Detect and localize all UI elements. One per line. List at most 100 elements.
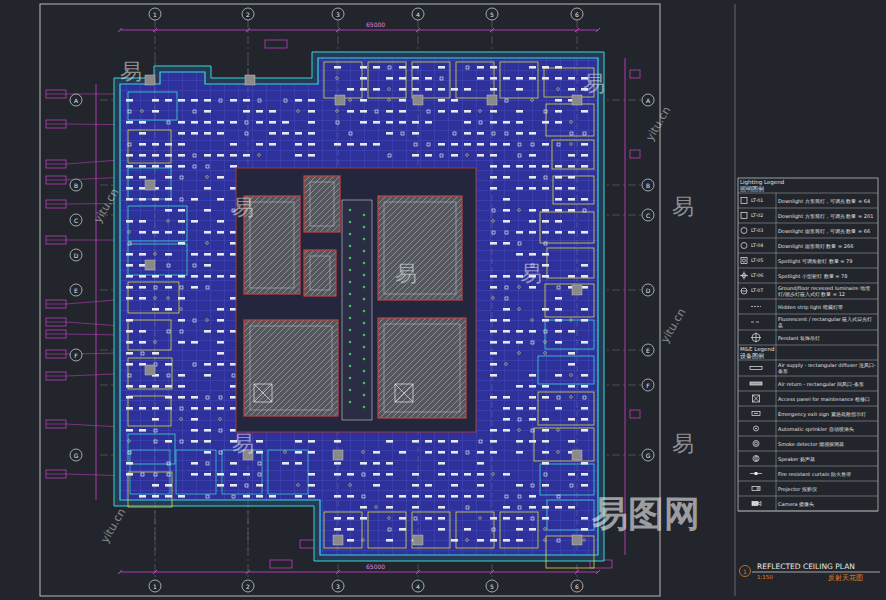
light-fixture	[529, 165, 536, 168]
tag-box	[270, 560, 292, 568]
downlight	[518, 506, 521, 509]
light-fixture	[529, 495, 536, 498]
light-fixture	[360, 143, 367, 146]
light-fixture	[516, 231, 523, 234]
core-device	[349, 401, 352, 404]
light-fixture	[360, 110, 367, 113]
light-fixture	[451, 154, 458, 157]
downlight	[180, 176, 183, 179]
light-fixture	[126, 341, 133, 344]
sprinkler	[570, 396, 573, 399]
core-device	[349, 281, 352, 284]
downlight	[167, 330, 170, 333]
grid-line	[577, 60, 578, 550]
tag-box	[46, 330, 66, 338]
sprinkler	[349, 484, 352, 487]
watermark: yitu.cn	[644, 105, 673, 143]
light-fixture	[581, 319, 588, 322]
light-fixture	[581, 374, 588, 377]
light-fixture	[139, 330, 146, 333]
downlight	[245, 484, 248, 487]
legend-text: Projector 投影仪	[778, 486, 876, 492]
downlight	[583, 132, 586, 135]
light-fixture	[412, 506, 419, 509]
light-fixture	[464, 143, 471, 146]
legend-text: Speaker 扬声器	[778, 456, 876, 462]
fixture-code: LT-07	[751, 288, 763, 294]
sprinkler	[297, 484, 300, 487]
light-fixture	[542, 275, 549, 278]
light-fixture	[269, 495, 276, 498]
room-partition	[545, 320, 594, 349]
light-fixture	[568, 275, 575, 278]
room-partition	[128, 434, 175, 464]
core-device	[349, 269, 352, 272]
room-partition	[538, 356, 594, 384]
light-fixture	[165, 275, 172, 278]
light-fixture	[555, 220, 562, 223]
light-fixture	[477, 143, 484, 146]
light-fixture	[191, 473, 198, 476]
light-fixture	[152, 418, 159, 421]
core-device	[349, 329, 352, 332]
light-fixture	[542, 143, 549, 146]
light-fixture	[412, 154, 419, 157]
light-fixture	[581, 165, 588, 168]
core-device	[349, 233, 352, 236]
light-fixture	[581, 385, 588, 388]
light-fixture	[581, 264, 588, 267]
light-fixture	[503, 143, 510, 146]
light-fixture	[152, 308, 159, 311]
downlight	[180, 286, 183, 289]
light-fixture	[516, 165, 523, 168]
access-panel	[395, 384, 413, 402]
light-fixture	[191, 341, 198, 344]
room-partition	[324, 62, 362, 98]
downlight	[206, 495, 209, 498]
light-fixture	[152, 352, 159, 355]
light-fixture	[581, 462, 588, 465]
light-fixture	[178, 121, 185, 124]
grid-bubble-label: G	[641, 452, 655, 459]
core-device	[363, 274, 366, 277]
legend-rule	[738, 436, 878, 437]
light-fixture	[477, 132, 484, 135]
light-fixture	[126, 396, 133, 399]
light-fixture	[152, 198, 159, 201]
light-fixture	[139, 275, 146, 278]
light-fixture	[451, 473, 458, 476]
light-fixture	[490, 440, 497, 443]
legend-symbol	[757, 488, 759, 490]
light-fixture	[490, 88, 497, 91]
sprinkler	[180, 418, 183, 421]
light-fixture	[516, 539, 523, 542]
downlight	[219, 396, 222, 399]
light-fixture	[178, 242, 185, 245]
core-device	[363, 226, 366, 229]
light-fixture	[477, 539, 484, 542]
tag-box	[265, 40, 287, 48]
room-partition	[130, 450, 170, 494]
light-fixture	[308, 154, 315, 157]
grid-bubble-label: E	[69, 287, 83, 294]
light-fixture	[178, 99, 185, 102]
light-fixture	[204, 407, 211, 410]
room-partition	[546, 536, 594, 568]
sprinkler	[570, 121, 573, 124]
light-fixture	[334, 462, 341, 465]
dimension-tick	[246, 28, 250, 32]
light-fixture	[503, 429, 510, 432]
room-partition	[324, 512, 362, 548]
light-fixture	[165, 99, 172, 102]
light-fixture	[243, 110, 250, 113]
access-panel	[254, 384, 272, 402]
tag-box	[46, 304, 66, 305]
legend-rule	[738, 451, 878, 452]
light-fixture	[230, 165, 237, 168]
dimension-line	[120, 30, 598, 31]
legend-symbol	[741, 258, 747, 264]
light-fixture	[126, 121, 133, 124]
structural-column	[572, 285, 582, 295]
sprinkler	[388, 99, 391, 102]
light-fixture	[191, 198, 198, 201]
